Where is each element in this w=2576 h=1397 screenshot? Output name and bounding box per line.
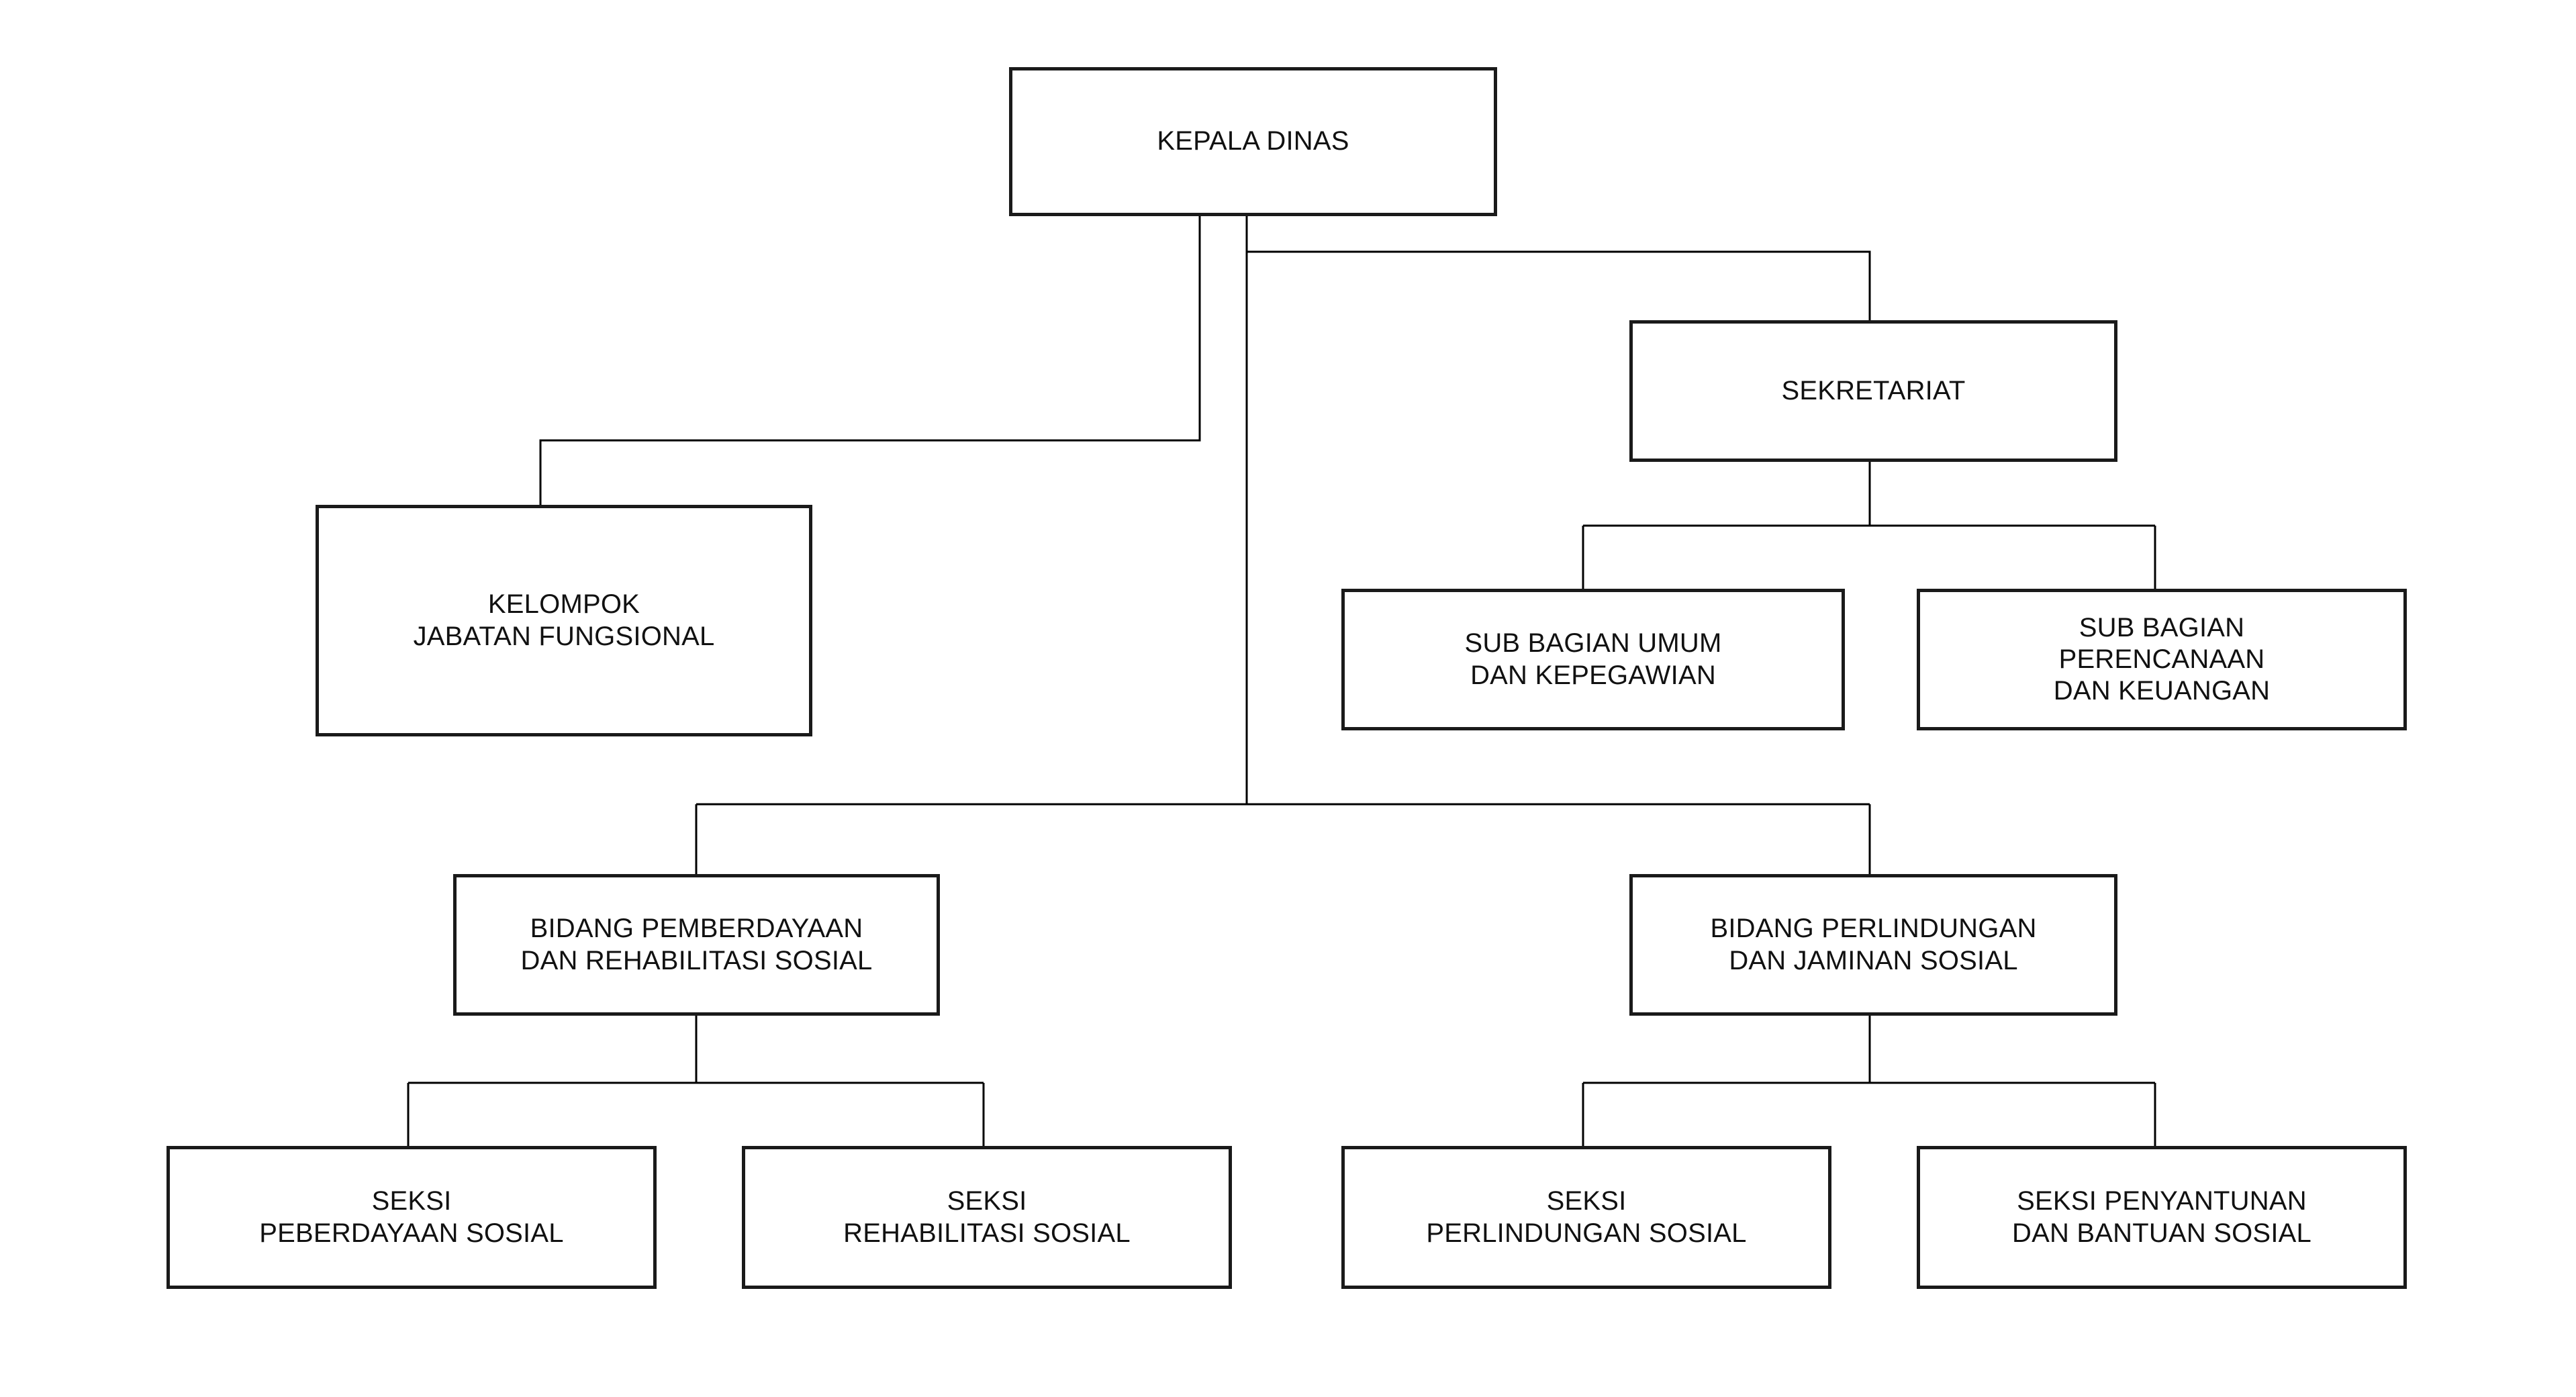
node-sub-bagian-perencanaan[interactable]: SUB BAGIAN PERENCANAAN DAN KEUANGAN bbox=[1917, 589, 2407, 730]
node-seksi-perlindungan-sosial-label: SEKSI PERLINDUNGAN SOSIAL bbox=[1426, 1186, 1747, 1248]
node-seksi-peberdayaan-sosial[interactable]: SEKSI PEBERDAYAAN SOSIAL bbox=[166, 1146, 657, 1289]
node-sekretariat-label: SEKRETARIAT bbox=[1781, 375, 1966, 405]
node-seksi-rehabilitasi-sosial-label: SEKSI REHABILITASI SOSIAL bbox=[843, 1186, 1131, 1248]
node-bidang-perlindungan[interactable]: BIDANG PERLINDUNGAN DAN JAMINAN SOSIAL bbox=[1629, 874, 2117, 1016]
node-sub-bagian-umum-label: SUB BAGIAN UMUM DAN KEPEGAWIAN bbox=[1464, 628, 1722, 690]
node-bidang-perlindungan-label: BIDANG PERLINDUNGAN DAN JAMINAN SOSIAL bbox=[1710, 914, 2037, 975]
node-bidang-pemberdayaan-label: BIDANG PEMBERDAYAAN DAN REHABILITASI SOS… bbox=[520, 914, 873, 975]
node-seksi-perlindungan-sosial[interactable]: SEKSI PERLINDUNGAN SOSIAL bbox=[1341, 1146, 1831, 1289]
node-bidang-pemberdayaan[interactable]: BIDANG PEMBERDAYAAN DAN REHABILITASI SOS… bbox=[453, 874, 940, 1016]
connector-kepala-to-sekretariat bbox=[1247, 250, 1871, 320]
node-seksi-rehabilitasi-sosial[interactable]: SEKSI REHABILITASI SOSIAL bbox=[742, 1146, 1232, 1289]
node-kelompok-jabatan-fungsional-label: KELOMPOK JABATAN FUNGSIONAL bbox=[413, 589, 715, 651]
node-kepala-dinas-label: KEPALA DINAS bbox=[1157, 126, 1349, 156]
node-kelompok-jabatan-fungsional[interactable]: KELOMPOK JABATAN FUNGSIONAL bbox=[316, 505, 812, 736]
node-seksi-penyantunan[interactable]: SEKSI PENYANTUNAN DAN BANTUAN SOSIAL bbox=[1917, 1146, 2407, 1289]
node-seksi-penyantunan-label: SEKSI PENYANTUNAN DAN BANTUAN SOSIAL bbox=[2012, 1186, 2311, 1248]
connector-kepala-to-kelompok bbox=[539, 216, 1201, 505]
node-sub-bagian-perencanaan-label: SUB BAGIAN PERENCANAAN DAN KEUANGAN bbox=[2053, 612, 2271, 706]
node-sub-bagian-umum[interactable]: SUB BAGIAN UMUM DAN KEPEGAWIAN bbox=[1341, 589, 1845, 730]
node-kepala-dinas[interactable]: KEPALA DINAS bbox=[1009, 67, 1497, 216]
node-sekretariat[interactable]: SEKRETARIAT bbox=[1629, 320, 2117, 462]
node-seksi-peberdayaan-sosial-label: SEKSI PEBERDAYAAN SOSIAL bbox=[259, 1186, 564, 1248]
